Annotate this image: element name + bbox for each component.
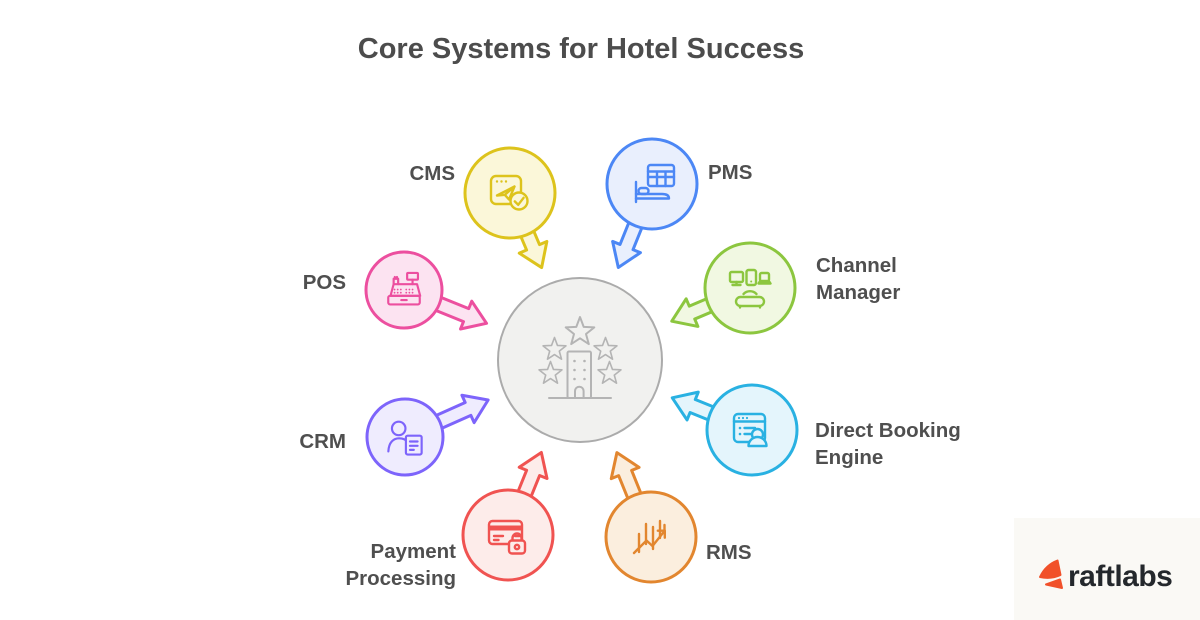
pos-bubble <box>364 250 444 330</box>
direct-booking-label-line1: Direct Booking <box>815 419 961 442</box>
cash-register-icon <box>387 271 422 306</box>
channel-manager-bubble <box>703 241 797 335</box>
cms-label: CMS <box>409 162 455 185</box>
node-crm <box>365 393 490 477</box>
booking-window-user-icon <box>732 412 768 448</box>
pms-bubble <box>605 137 699 231</box>
cms-website-publish-check-icon <box>489 174 529 211</box>
node-channel-manager <box>670 241 797 335</box>
payment-label-line2: Processing <box>345 567 456 590</box>
raftlabs-wordmark: raftlabs <box>1068 560 1172 593</box>
credit-card-lock-icon <box>487 519 527 555</box>
raftlabs-mark-icon <box>1039 559 1063 589</box>
node-pms <box>605 137 699 269</box>
node-rms <box>604 451 698 584</box>
payment-bubble <box>461 488 555 582</box>
pos-label: POS <box>303 271 346 294</box>
page-title: Core Systems for Hotel Success <box>358 33 804 65</box>
node-cms <box>463 146 557 270</box>
payment-label-line1: Payment <box>371 540 457 563</box>
revenue-trend-chart-icon <box>632 519 666 555</box>
hub-hotel <box>497 277 663 443</box>
node-pos <box>364 250 489 331</box>
rms-label: RMS <box>706 541 752 564</box>
node-direct-booking-engine <box>670 383 799 477</box>
channel-manager-label-line1: Channel <box>816 254 897 277</box>
direct-booking-label-line2: Engine <box>815 446 883 469</box>
node-payment-processing <box>461 450 555 582</box>
rms-bubble <box>604 490 698 584</box>
direct-booking-bubble <box>705 383 799 477</box>
cms-bubble <box>463 146 557 240</box>
hotel-five-stars-icon <box>538 316 622 399</box>
channel-manager-label-line2: Manager <box>816 281 900 304</box>
pms-label: PMS <box>708 161 752 184</box>
pms-grid-bed-icon <box>634 163 676 204</box>
customer-profile-document-icon <box>387 420 423 456</box>
devices-router-icon <box>728 268 772 309</box>
hub-circle <box>497 277 663 443</box>
logo-area: raftlabs <box>1014 518 1200 620</box>
crm-label: CRM <box>299 430 346 453</box>
